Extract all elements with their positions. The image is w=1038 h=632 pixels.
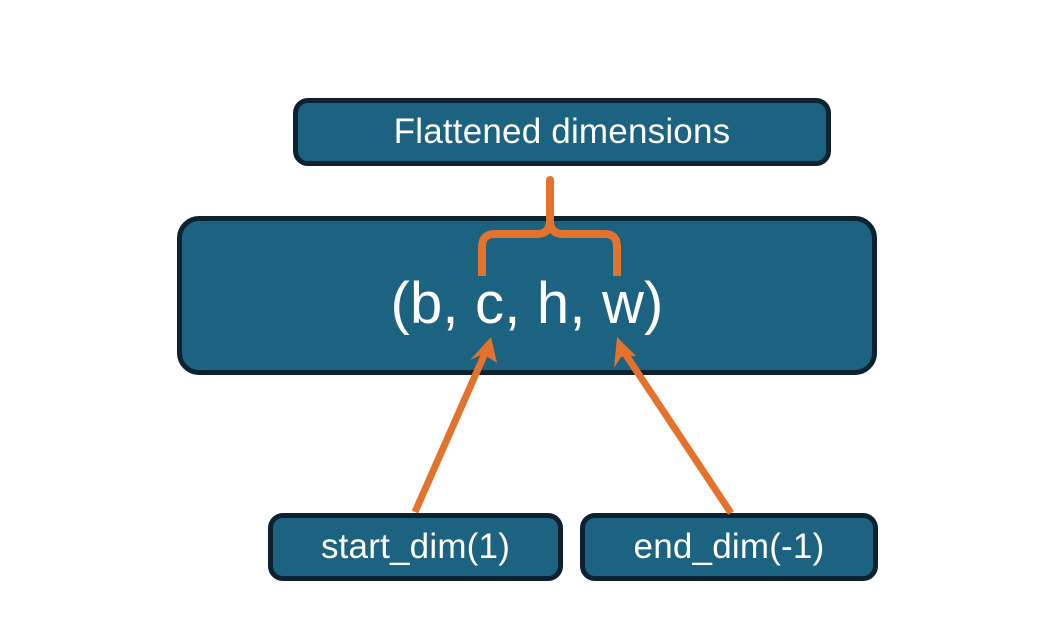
node-end-dim-label: end_dim(-1): [633, 527, 825, 566]
node-start-dim-label: start_dim(1): [320, 527, 511, 566]
node-tensor-shape-label: (b, c, h, w): [390, 271, 664, 336]
node-start-dim[interactable]: start_dim(1): [268, 513, 563, 581]
node-tensor-shape[interactable]: (b, c, h, w): [177, 216, 877, 375]
node-end-dim[interactable]: end_dim(-1): [580, 513, 878, 581]
node-flattened-dimensions[interactable]: Flattened dimensions: [293, 98, 831, 166]
node-flattened-dimensions-label: Flattened dimensions: [393, 112, 731, 151]
